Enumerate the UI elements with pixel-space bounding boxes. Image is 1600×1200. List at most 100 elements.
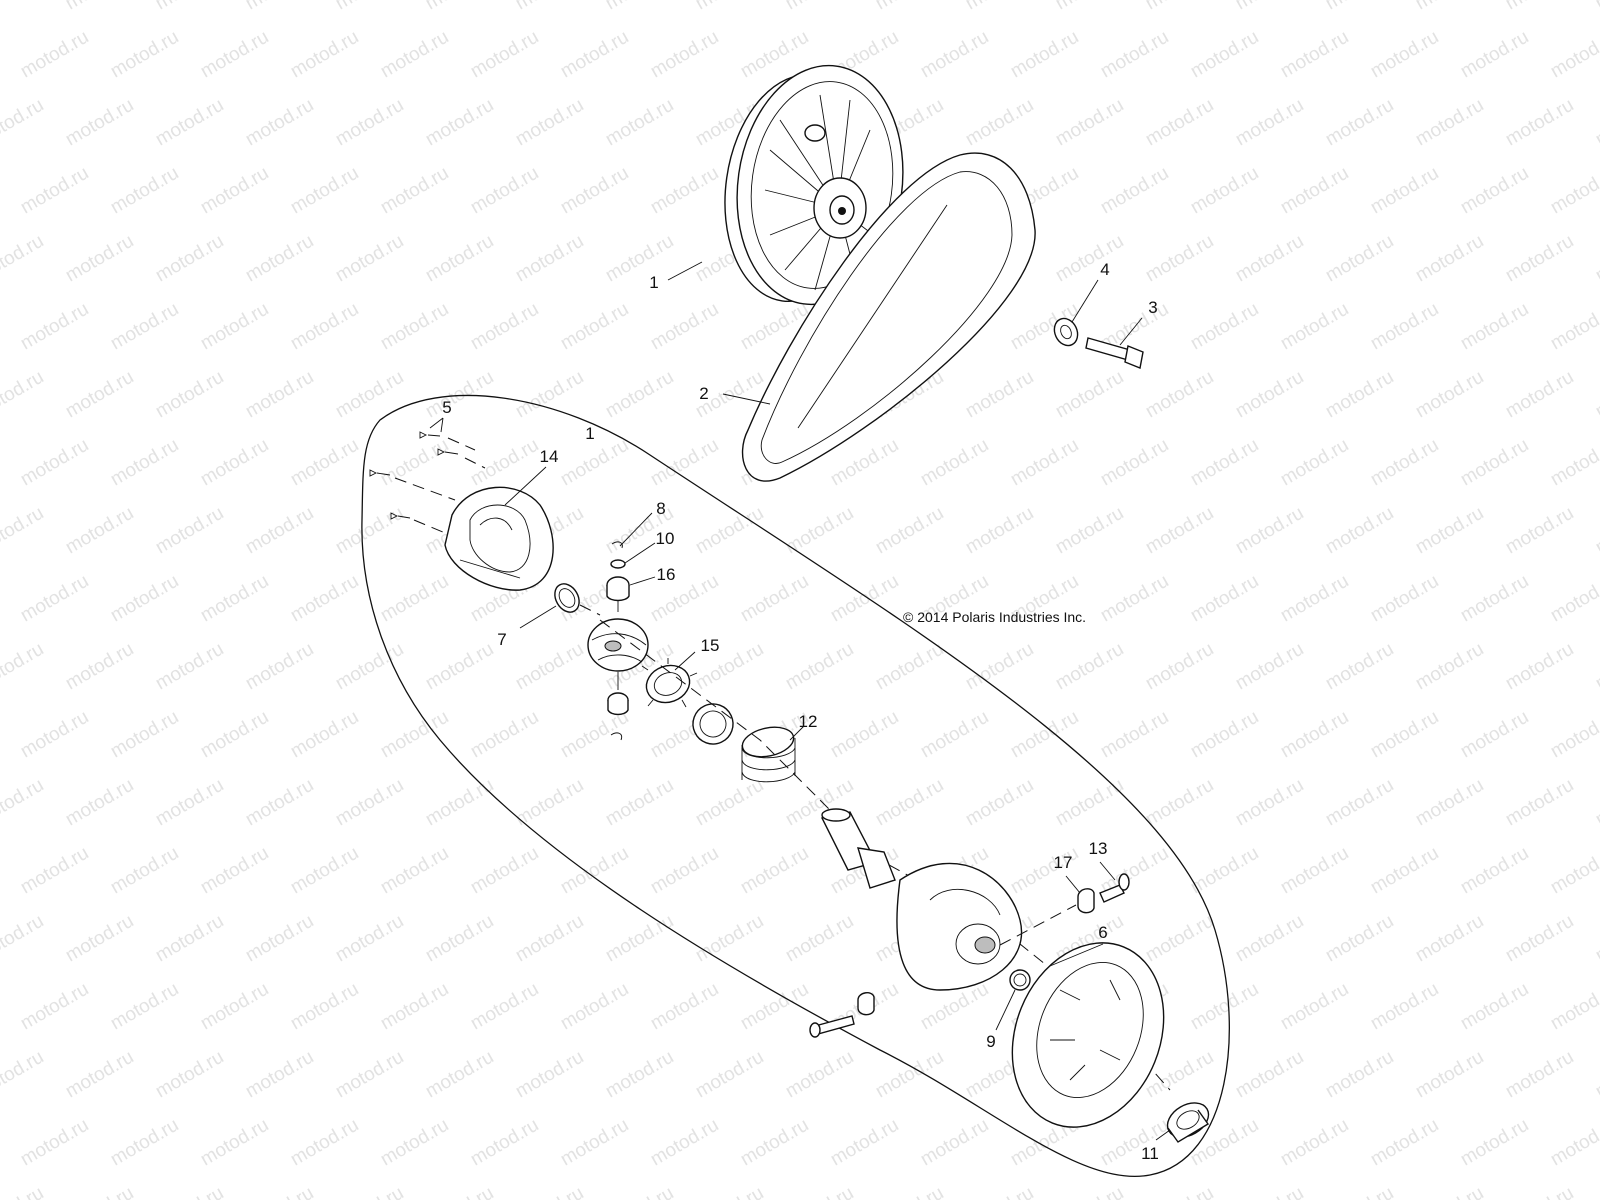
watermark-text: motod.ru	[1367, 435, 1442, 491]
watermark-text: motod.ru	[0, 1183, 47, 1200]
bearing-drawing	[1166, 1102, 1210, 1143]
watermark-text: motod.ru	[1322, 639, 1397, 695]
watermark-text: motod.ru	[1457, 299, 1532, 355]
watermark-text: motod.ru	[197, 163, 272, 219]
watermark-text: motod.ru	[1592, 503, 1600, 559]
watermark-text: motod.ru	[332, 95, 407, 151]
watermark-text: motod.ru	[602, 95, 677, 151]
watermark-text: motod.ru	[332, 775, 407, 831]
watermark-text: motod.ru	[1502, 1047, 1577, 1103]
watermark-text: motod.ru	[1322, 0, 1397, 14]
watermark-text: motod.ru	[1412, 95, 1487, 151]
callout-1-exploded: 1	[585, 424, 594, 443]
watermark-text: motod.ru	[1187, 27, 1262, 83]
watermark-text: motod.ru	[827, 707, 902, 763]
watermark-text: motod.ru	[647, 163, 722, 219]
pin-roller-drawing	[999, 873, 1130, 968]
watermark-text: motod.ru	[692, 503, 767, 559]
watermark-text: motod.ru	[107, 163, 182, 219]
watermark-text: motod.ru	[1052, 367, 1127, 423]
button-ring-drawing	[641, 658, 698, 708]
watermark-text: motod.ru	[107, 435, 182, 491]
watermark-text: motod.ru	[1412, 775, 1487, 831]
watermark-text: motod.ru	[557, 435, 632, 491]
watermark-text: motod.ru	[242, 639, 317, 695]
watermark-text: motod.ru	[17, 843, 92, 899]
watermark-text: motod.ru	[1277, 163, 1352, 219]
watermark-text: motod.ru	[1277, 27, 1352, 83]
watermark-text: motod.ru	[1097, 571, 1172, 627]
watermark-text: motod.ru	[1097, 435, 1172, 491]
watermark-text: motod.ru	[242, 367, 317, 423]
drive-belt-drawing	[741, 152, 1036, 482]
watermark-text: motod.ru	[152, 95, 227, 151]
ring-drawing	[554, 583, 580, 613]
watermark-text: motod.ru	[1547, 571, 1600, 627]
watermark-text: motod.ru	[692, 911, 767, 967]
watermark-text: motod.ru	[0, 1115, 2, 1171]
watermark-text: motod.ru	[242, 0, 317, 14]
watermark-text: motod.ru	[917, 27, 992, 83]
exploded-view-outline	[361, 394, 1230, 1177]
lower-roller-drawing	[809, 992, 875, 1038]
watermark-text: motod.ru	[17, 1115, 92, 1171]
watermark-text: motod.ru	[557, 979, 632, 1035]
callout-14: 14	[540, 447, 559, 466]
watermark-text: motod.ru	[1592, 95, 1600, 151]
watermark-text: motod.ru	[1322, 1183, 1397, 1200]
watermark-text: motod.ru	[0, 27, 2, 83]
watermark-text: motod.ru	[377, 163, 452, 219]
watermark-text: motod.ru	[62, 775, 137, 831]
watermark-text: motod.ru	[152, 1183, 227, 1200]
watermark-text: motod.ru	[17, 707, 92, 763]
watermark-text: motod.ru	[1232, 0, 1307, 14]
watermark-text: motod.ru	[1232, 1183, 1307, 1200]
screws-drawing	[369, 431, 486, 536]
watermark-text: motod.ru	[1052, 95, 1127, 151]
watermark-text: motod.ru	[1187, 571, 1262, 627]
watermark-text: motod.ru	[422, 0, 497, 14]
watermark-text: motod.ru	[1052, 639, 1127, 695]
callout-5: 5	[442, 398, 451, 417]
watermark-text: motod.ru	[1277, 435, 1352, 491]
watermark-text: motod.ru	[0, 435, 2, 491]
watermark-text: motod.ru	[1142, 367, 1217, 423]
callout-12: 12	[799, 712, 818, 731]
watermark-text: motod.ru	[512, 911, 587, 967]
watermark-text: motod.ru	[872, 1047, 947, 1103]
watermark-text: motod.ru	[557, 1115, 632, 1171]
watermark-text: motod.ru	[737, 571, 812, 627]
watermark-text: motod.ru	[737, 1115, 812, 1171]
watermark-text: motod.ru	[1592, 367, 1600, 423]
watermark-text: motod.ru	[197, 979, 272, 1035]
watermark-text: motod.ru	[1457, 27, 1532, 83]
watermark-text: motod.ru	[602, 911, 677, 967]
moveable-sheave-drawing	[896, 862, 1023, 991]
leader-lines	[429, 261, 1171, 1141]
watermark-text: motod.ru	[1502, 95, 1577, 151]
watermark-text: motod.ru	[782, 1183, 857, 1200]
watermark-text: motod.ru	[1502, 911, 1577, 967]
watermark-text: motod.ru	[0, 639, 47, 695]
watermark-text: motod.ru	[1502, 775, 1577, 831]
watermark-text: motod.ru	[602, 1183, 677, 1200]
watermark-text: motod.ru	[557, 299, 632, 355]
callout-4: 4	[1100, 260, 1109, 279]
watermark-text: motod.ru	[0, 367, 47, 423]
watermark-text: motod.ru	[422, 1183, 497, 1200]
callout-8: 8	[656, 499, 665, 518]
watermark-text: motod.ru	[1547, 27, 1600, 83]
watermark-text: motod.ru	[152, 911, 227, 967]
watermark-text: motod.ru	[0, 231, 47, 287]
watermark-text: motod.ru	[467, 435, 542, 491]
watermark-text: motod.ru	[1232, 95, 1307, 151]
watermark-text: motod.ru	[197, 843, 272, 899]
watermark-text: motod.ru	[1187, 979, 1262, 1035]
watermark-text: motod.ru	[197, 707, 272, 763]
watermark-text: motod.ru	[467, 979, 542, 1035]
watermark-text: motod.ru	[1052, 0, 1127, 14]
watermark-text: motod.ru	[1457, 843, 1532, 899]
watermark-text: motod.ru	[0, 571, 2, 627]
watermark-text: motod.ru	[1142, 231, 1217, 287]
watermark-text: motod.ru	[1592, 1183, 1600, 1200]
